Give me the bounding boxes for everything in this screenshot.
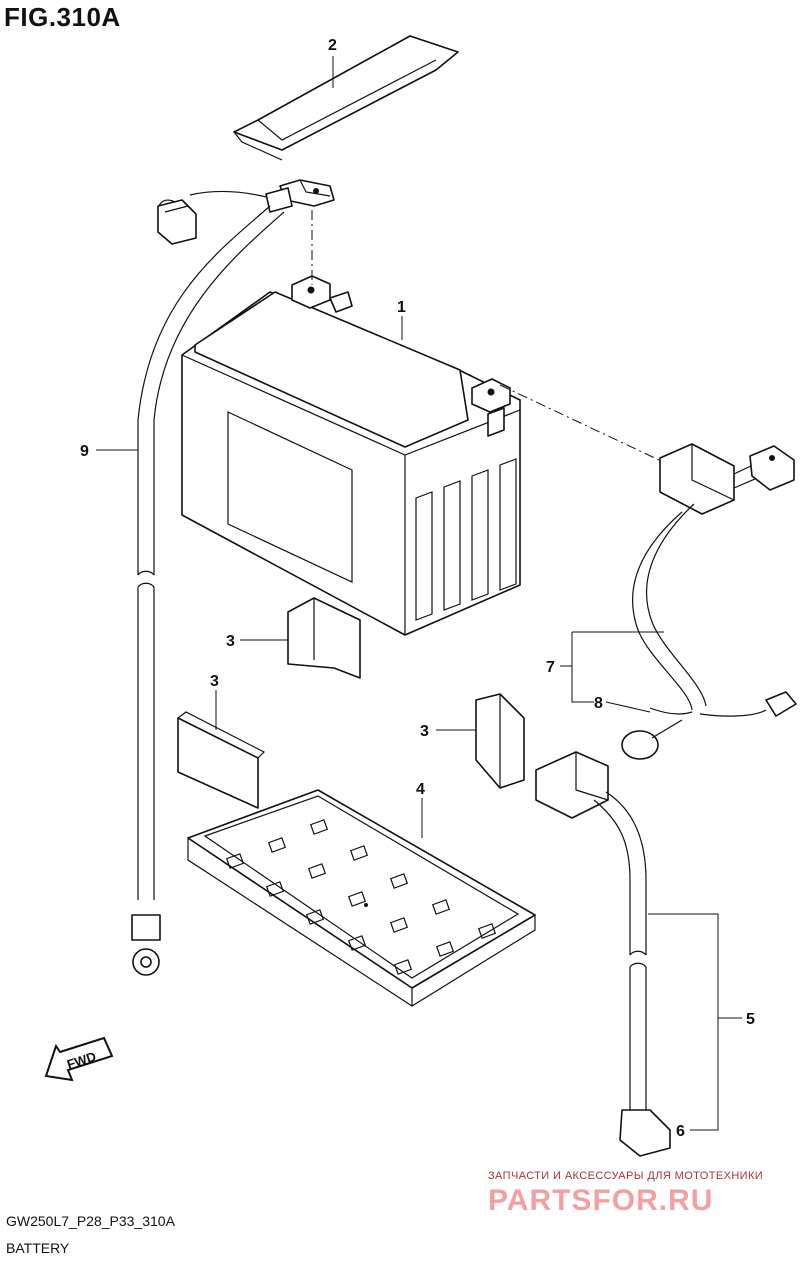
callout-3b: 3 — [210, 673, 219, 690]
callout-8: 8 — [594, 695, 603, 712]
watermark-tagline: ЗАПЧАСТИ И АКСЕССУАРЫ ДЛЯ МОТОТЕХНИКИ — [488, 1170, 764, 1182]
battery — [181, 275, 521, 636]
fwd-arrow-icon: FWD — [44, 1036, 114, 1082]
spacer-upper — [287, 597, 361, 679]
callout-6: 6 — [676, 1123, 685, 1140]
figure-title: FIG.310A — [4, 2, 121, 32]
callout-4: 4 — [416, 781, 425, 798]
callout-3c: 3 — [420, 723, 429, 740]
callout-3a: 3 — [226, 633, 235, 650]
callout-9: 9 — [80, 443, 89, 460]
watermark-logo: PARTSFOR.RU — [488, 1184, 714, 1217]
figure-code: GW250L7_P28_P33_310A — [6, 1213, 175, 1229]
battery-strap — [233, 35, 459, 161]
callout-7: 7 — [546, 659, 555, 676]
figure-caption: BATTERY — [6, 1240, 70, 1256]
positive-lead — [621, 443, 797, 760]
terminal-cover-cable — [535, 751, 671, 1157]
spacer-right — [475, 693, 525, 789]
spacer-left — [177, 711, 266, 809]
callout-2: 2 — [328, 37, 337, 54]
callout-1: 1 — [397, 299, 406, 316]
callout-5: 5 — [746, 1011, 755, 1028]
negative-cable — [131, 179, 335, 976]
battery-tray — [187, 789, 536, 1007]
